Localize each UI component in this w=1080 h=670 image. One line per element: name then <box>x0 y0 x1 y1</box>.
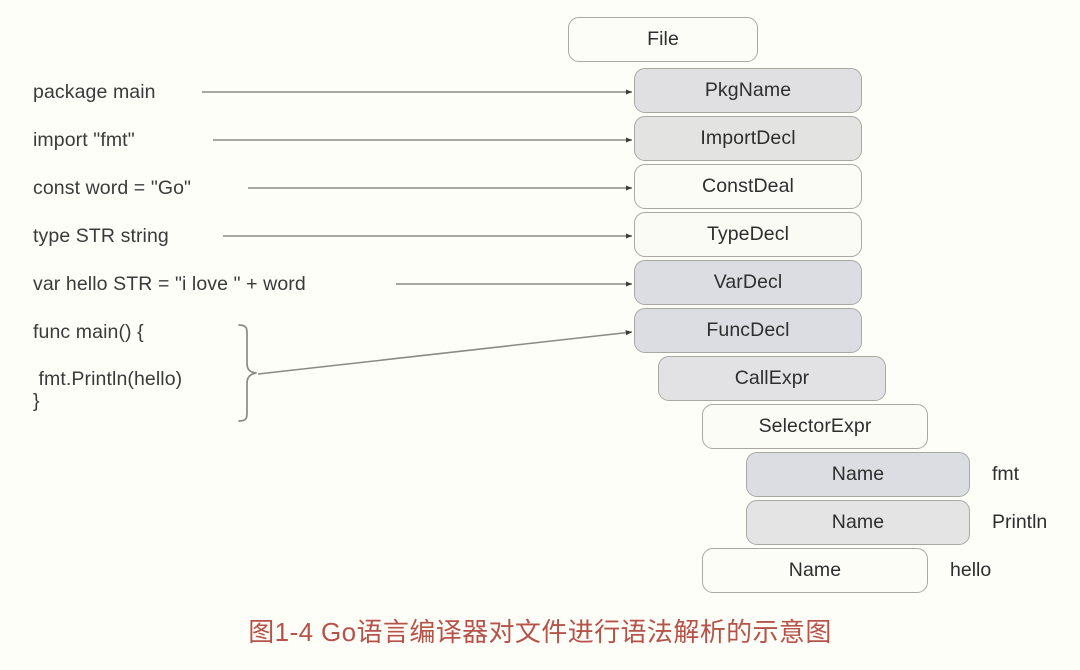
figure-caption: 图1-4 Go语言编译器对文件进行语法解析的示意图 <box>248 617 832 647</box>
value-label-println: Println <box>992 511 1048 533</box>
ast-node-typedecl[interactable]: TypeDecl <box>634 212 862 257</box>
value-label-fmt: fmt <box>992 463 1020 485</box>
ast-node-name-fmt[interactable]: Name <box>746 452 970 497</box>
code-line-fmt-println: fmt.Println(hello) <box>33 368 183 390</box>
ast-node-file[interactable]: File <box>568 17 758 62</box>
value-label-hello: hello <box>950 559 992 581</box>
code-line-const: const word = "Go" <box>33 177 192 199</box>
arrow-func-brace-to-funcdecl <box>257 330 633 375</box>
code-line-func-open: func main() { <box>33 321 144 343</box>
ast-node-vardecl[interactable]: VarDecl <box>634 260 862 305</box>
code-line-var: var hello STR = "i love " + word <box>33 273 306 295</box>
ast-node-name-println[interactable]: Name <box>746 500 970 545</box>
ast-node-pkgname[interactable]: PkgName <box>634 68 862 113</box>
ast-node-selectorexpr[interactable]: SelectorExpr <box>702 404 928 449</box>
ast-node-callexpr[interactable]: CallExpr <box>658 356 886 401</box>
ast-node-importdecl[interactable]: ImportDecl <box>634 116 862 161</box>
code-line-type: type STR string <box>33 225 169 247</box>
ast-node-constdeal[interactable]: ConstDeal <box>634 164 862 209</box>
ast-node-name-hello[interactable]: Name <box>702 548 928 593</box>
func-body-brace <box>238 324 257 422</box>
code-line-func-close: } <box>33 390 40 412</box>
code-line-import: import "fmt" <box>33 129 135 151</box>
ast-node-funcdecl[interactable]: FuncDecl <box>634 308 862 353</box>
code-line-package: package main <box>33 81 156 103</box>
